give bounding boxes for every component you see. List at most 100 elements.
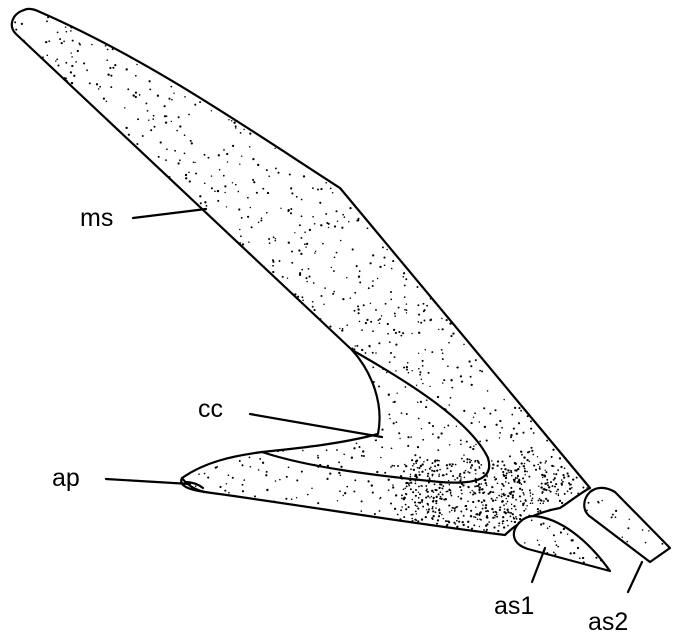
stipple-dot xyxy=(400,62,402,64)
stipple-dot xyxy=(72,273,74,275)
stipple-dot xyxy=(204,201,206,203)
stipple-dot xyxy=(585,388,586,389)
stipple-dot xyxy=(524,499,526,501)
stipple-dot xyxy=(99,274,101,276)
stipple-dot xyxy=(554,70,556,72)
stipple-dot xyxy=(506,88,508,90)
stipple-dot xyxy=(281,32,283,34)
stipple-dot xyxy=(543,396,545,398)
stipple-dot xyxy=(567,475,569,477)
stipple-dot xyxy=(192,28,194,30)
stipple-dot xyxy=(166,148,168,150)
stipple-dot xyxy=(442,474,444,476)
stipple-dot xyxy=(96,18,98,20)
stipple-dot xyxy=(530,502,532,504)
stipple-dot xyxy=(390,299,392,301)
stipple-dot xyxy=(322,21,324,23)
stipple-dot xyxy=(441,487,443,489)
stipple-dot xyxy=(340,402,341,403)
stipple-dot xyxy=(212,30,214,32)
stipple-dot xyxy=(497,538,499,540)
stipple-dot xyxy=(332,50,334,52)
stipple-dot xyxy=(498,195,500,197)
stipple-dot xyxy=(381,519,383,521)
stipple-dot xyxy=(312,33,314,35)
stipple-dot xyxy=(384,527,386,529)
stipple-dot xyxy=(142,135,144,137)
stipple-dot xyxy=(157,95,159,97)
stipple-dot xyxy=(480,534,482,536)
stipple-dot xyxy=(16,505,18,507)
stipple-dot xyxy=(570,60,572,62)
stipple-dot xyxy=(532,318,534,320)
stipple-dot xyxy=(501,536,503,538)
stipple-dot xyxy=(151,169,153,171)
stipple-dot xyxy=(612,514,614,516)
stipple-dot xyxy=(564,565,566,567)
stipple-dot xyxy=(410,514,412,516)
stipple-dot xyxy=(135,509,137,511)
stipple-dot xyxy=(539,130,541,132)
stipple-dot xyxy=(508,363,510,365)
stipple-dot xyxy=(502,263,504,265)
stipple-dot xyxy=(250,7,252,9)
stipple-dot xyxy=(322,383,324,385)
stipple-dot xyxy=(354,8,356,10)
stipple-dot xyxy=(457,196,459,198)
stipple-dot xyxy=(520,451,522,453)
stipple-dot xyxy=(147,331,148,332)
stipple-dot xyxy=(64,314,66,316)
stipple-dot xyxy=(135,91,137,93)
stipple-dot xyxy=(455,48,457,50)
stipple-dot xyxy=(537,456,538,457)
stipple-dot xyxy=(439,469,441,471)
stipple-dot xyxy=(494,517,495,518)
stipple-dot xyxy=(119,514,121,516)
stipple-dot xyxy=(258,61,260,63)
stipple-dot xyxy=(179,453,180,454)
stipple-dot xyxy=(510,535,512,537)
stipple-dot xyxy=(449,200,451,202)
stipple-dot xyxy=(430,209,432,211)
stipple-dot xyxy=(340,475,342,477)
stipple-dot xyxy=(588,502,590,504)
stipple-dot xyxy=(83,539,85,541)
stipple-dot xyxy=(459,475,461,477)
stipple-dot xyxy=(49,516,51,518)
stipple-dot xyxy=(29,94,31,96)
stipple-dot xyxy=(75,271,76,272)
stipple-dot xyxy=(210,224,212,226)
stipple-dot xyxy=(241,98,243,100)
stipple-dot xyxy=(457,532,459,534)
stipple-dot xyxy=(38,160,39,161)
stipple-dot xyxy=(455,74,457,76)
stipple-dot xyxy=(494,409,496,411)
stipple-dot xyxy=(317,167,319,169)
stipple-dot xyxy=(43,430,45,432)
stipple-dot xyxy=(94,347,96,349)
stipple-dot xyxy=(540,100,541,101)
stipple-dot xyxy=(536,39,538,41)
stipple-dot xyxy=(406,92,408,94)
stipple-dot xyxy=(485,57,487,59)
stipple-dot xyxy=(526,272,528,274)
stipple-dot xyxy=(481,160,483,162)
stipple-dot xyxy=(449,444,450,445)
stipple-dot xyxy=(551,9,552,10)
stipple-dot xyxy=(526,162,528,164)
stipple-dot xyxy=(252,15,254,17)
stipple-dot xyxy=(544,470,545,471)
stipple-dot xyxy=(642,510,644,512)
stipple-dot xyxy=(126,392,128,394)
stipple-dot xyxy=(432,425,434,427)
stipple-dot xyxy=(514,481,516,483)
stipple-dot xyxy=(452,507,454,509)
stipple-dot xyxy=(485,166,487,168)
stipple-dot xyxy=(230,20,232,22)
stipple-dot xyxy=(417,197,419,199)
stipple-dot xyxy=(562,207,564,209)
stipple-dot xyxy=(78,119,80,121)
stipple-dot xyxy=(184,392,186,394)
stipple-dot xyxy=(521,127,523,129)
stipple-dot xyxy=(481,322,483,324)
